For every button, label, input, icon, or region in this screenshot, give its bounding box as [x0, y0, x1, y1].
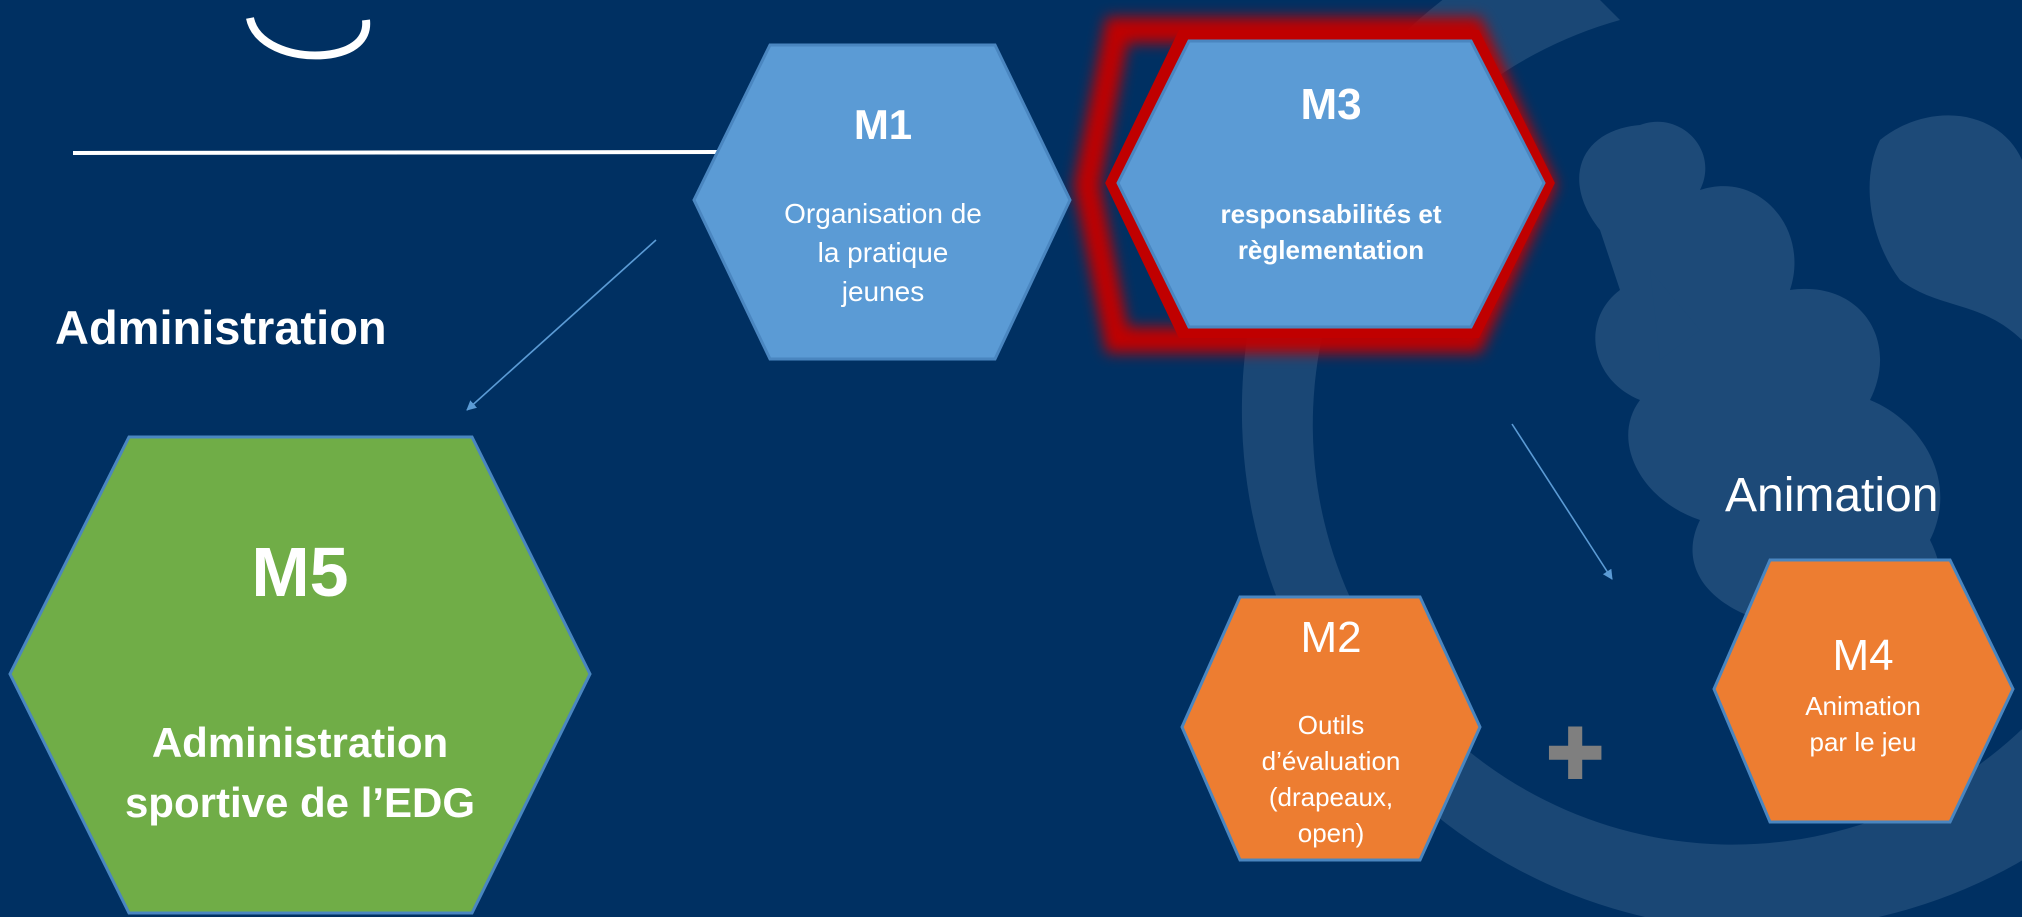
- m4-line-1: Animation: [1805, 691, 1921, 721]
- m3-code: M3: [1300, 80, 1362, 129]
- logo-glyph: [246, 16, 371, 60]
- m1-line-3: jeunes: [841, 276, 925, 307]
- m5-code: M5: [251, 533, 349, 611]
- m1-description: Organisation de la pratique jeunes: [733, 194, 1033, 311]
- m5-line-2: sportive de l’EDG: [124, 779, 476, 826]
- m3-line-1: responsabilités et: [1220, 199, 1442, 229]
- title-underline: [72, 150, 718, 155]
- m2-description: Outils d’évaluation (drapeaux, open): [1206, 707, 1456, 851]
- m1-line-1: Organisation de: [784, 198, 982, 229]
- m3-description: responsabilités et règlementation: [1181, 196, 1481, 268]
- m1-hexagon[interactable]: [692, 43, 1072, 361]
- m4-description: Animation par le jeu: [1763, 688, 1963, 760]
- m2-line-2: d’évaluation: [1261, 746, 1401, 776]
- arrow-to-m2: [1511, 423, 1613, 580]
- m1-line-2: la pratique: [817, 237, 949, 268]
- m2-hexagon[interactable]: [1180, 595, 1482, 862]
- m3-hexagon[interactable]: [1116, 39, 1546, 329]
- m5-hexagon[interactable]: [8, 435, 592, 915]
- m3-highlight-ring: [1105, 30, 1555, 338]
- plus-icon: ✚: [1545, 715, 1606, 795]
- m3-line-2: règlementation: [1237, 235, 1425, 265]
- arrow-to-m5: [466, 239, 657, 411]
- heading-animation: Animation: [1725, 469, 1939, 522]
- heading-administration: Administration: [55, 301, 387, 354]
- m4-hexagon[interactable]: [1712, 558, 2015, 824]
- m2-line-1: Outils: [1297, 710, 1365, 740]
- m5-line-1: Administration: [151, 719, 449, 766]
- m5-description: Administration sportive de l’EDG: [100, 713, 500, 833]
- m2-line-4: open): [1297, 818, 1365, 848]
- m2-line-3: (drapeaux,: [1268, 782, 1394, 812]
- m4-line-2: par le jeu: [1809, 727, 1917, 757]
- m4-code: M4: [1832, 631, 1894, 680]
- m2-code: M2: [1300, 613, 1362, 662]
- m1-code: M1: [853, 101, 913, 148]
